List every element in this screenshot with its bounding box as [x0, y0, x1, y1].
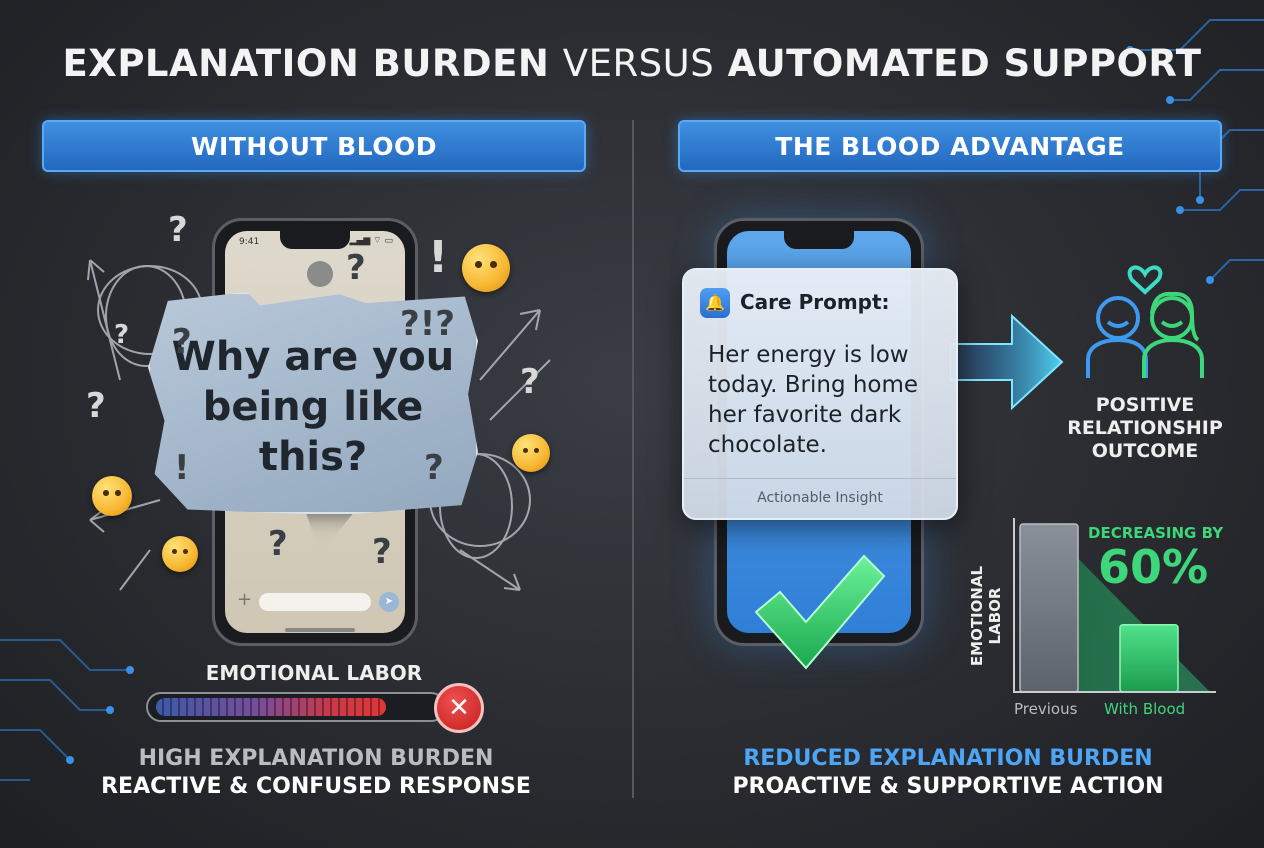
title-part-2: VERSUS	[562, 42, 715, 85]
decrease-annotation-value: 60%	[1098, 540, 1209, 594]
bell-icon: 🔔	[700, 288, 730, 318]
title-part-1: EXPLANATION BURDEN	[62, 42, 550, 85]
status-icons: ▂▄▆ ⌔ ▭	[349, 236, 393, 246]
right-footer-line1: REDUCED EXPLANATION BURDEN	[743, 746, 1153, 771]
question-mark-icon: ?	[268, 524, 288, 564]
frustrated-emoji-icon	[92, 476, 132, 516]
care-prompt-card[interactable]: 🔔 Care Prompt: Her energy is low today. …	[682, 268, 958, 520]
question-mark-icon: ?	[172, 322, 192, 362]
exclamation-icon: !	[174, 448, 190, 488]
left-footer-line2: REACTIVE & CONFUSED RESPONSE	[101, 774, 531, 799]
card-footer: Actionable Insight	[757, 490, 883, 506]
left-footer-line1: HIGH EXPLANATION BURDEN	[138, 746, 494, 771]
outcome-label: POSITIVE RELATIONSHIP OUTCOME	[1067, 394, 1223, 462]
title-part-3: AUTOMATED SUPPORT	[727, 42, 1202, 85]
right-banner: THE BLOOD ADVANTAGE	[678, 120, 1222, 172]
question-mark-icon: ?	[168, 210, 188, 250]
phone-notch	[280, 231, 350, 249]
bubble-question: Why are you being like this?	[171, 334, 455, 480]
question-mark-icon: ?	[520, 362, 540, 402]
chart-x-tick-previous: Previous	[1014, 700, 1078, 718]
page-title: EXPLANATION BURDEN VERSUS AUTOMATED SUPP…	[0, 42, 1264, 85]
chaos-scribbles	[87, 259, 551, 591]
circuit-decoration-bottom-left	[0, 639, 134, 781]
emotional-labor-meter-fill	[156, 698, 386, 716]
center-divider	[632, 120, 634, 798]
chart-x-tick-with-blood: With Blood	[1104, 700, 1186, 718]
checkmark-icon	[754, 554, 886, 670]
chart-bar-previous	[1019, 523, 1079, 693]
mind-blown-emoji-icon	[162, 536, 198, 572]
chart-axes	[1013, 518, 1216, 693]
card-title: Care Prompt:	[740, 290, 890, 314]
emotional-labor-chart	[1013, 518, 1216, 693]
interrobang-icon: ?!?	[400, 304, 455, 344]
emotional-labor-meter	[146, 692, 446, 722]
arrow-right-icon	[950, 313, 1064, 411]
question-mark-icon: ?	[372, 532, 392, 572]
question-mark-icon: ?	[346, 248, 366, 288]
question-mark-icon: ?	[86, 386, 106, 426]
plus-icon[interactable]: +	[237, 589, 253, 610]
left-banner: WITHOUT BLOOD	[42, 120, 586, 172]
exclamation-icon: !	[428, 232, 449, 283]
couple-heart-icon	[1086, 265, 1204, 378]
annoyed-emoji-icon	[462, 244, 510, 292]
decrease-annotation-label: DECREASING BY	[1088, 524, 1224, 542]
thinking-emoji-icon	[512, 434, 550, 472]
card-body: Her energy is low today. Bring home her …	[708, 342, 919, 458]
status-time: 9:41	[239, 237, 260, 247]
message-input[interactable]	[259, 593, 371, 611]
contact-avatar	[307, 261, 333, 287]
chart-bar-with-blood	[1119, 624, 1179, 693]
question-mark-icon: ?	[114, 320, 130, 350]
question-mark-icon: ?	[424, 448, 444, 488]
phone-notch	[784, 231, 854, 249]
home-indicator	[285, 628, 355, 632]
right-footer-line2: PROACTIVE & SUPPORTIVE ACTION	[732, 774, 1164, 799]
send-icon[interactable]: ➤	[379, 592, 399, 612]
card-divider	[684, 478, 956, 479]
close-x-icon: ✕	[434, 683, 484, 733]
emotional-labor-label: EMOTIONAL LABOR	[205, 661, 423, 685]
